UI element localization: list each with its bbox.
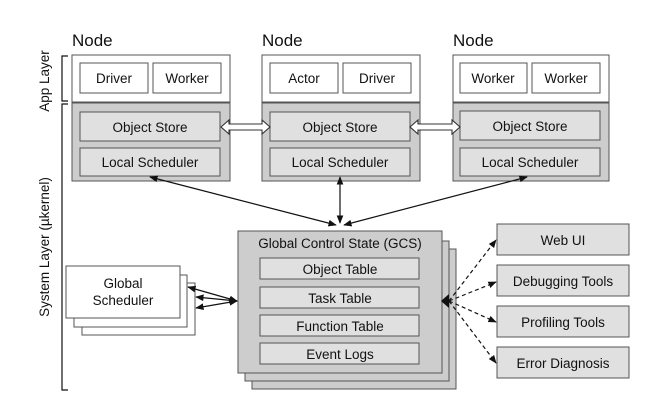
node-3: Node Worker Worker Object Store Local Sc… — [452, 31, 610, 182]
node-2-component-1-label: Actor — [288, 71, 320, 86]
tool-debugging — [496, 264, 630, 297]
node-1-local-scheduler-label: Local Scheduler — [102, 155, 199, 170]
gcs-table-4-label: Event Logs — [306, 347, 374, 362]
tools: Web UI Debugging Tools Profiling Tools E… — [496, 223, 630, 379]
node-3-component-1-label: Worker — [471, 71, 515, 86]
node-1-object-store-label: Object Store — [112, 120, 187, 135]
node-3-local-scheduler-label: Local Scheduler — [482, 155, 579, 170]
tool-debugging-label: Debugging Tools — [513, 274, 614, 289]
node-2-object-store-label: Object Store — [302, 120, 377, 135]
node-2-local-scheduler — [269, 147, 411, 177]
tool-error-diagnosis — [496, 346, 630, 379]
tool-web-ui-label: Web UI — [541, 233, 586, 248]
global-scheduler: Global Scheduler — [65, 265, 196, 336]
object-store-link-2-3 — [409, 118, 461, 136]
node-1-component-2-label: Worker — [165, 71, 209, 86]
gcs-table-2 — [259, 286, 420, 309]
node-3-component-2 — [531, 62, 601, 94]
tool-web-ui — [496, 223, 630, 256]
app-layer-label: App Layer — [37, 50, 52, 112]
gcs-table-3 — [259, 314, 420, 337]
node-1-component-1-label: Driver — [96, 71, 133, 86]
global-scheduler-label-line2: Scheduler — [93, 293, 154, 308]
node-3-title: Node — [453, 31, 494, 50]
node-2-component-2 — [342, 62, 412, 94]
arrow-gcs-tool-4 — [448, 300, 497, 364]
node-1-object-store — [79, 111, 221, 142]
arrow-scheduler-3-gcs — [343, 175, 528, 227]
arrow-scheduler-1-gcs — [149, 175, 337, 227]
gcs-table-3-label: Function Table — [296, 319, 384, 334]
tool-profiling-label: Profiling Tools — [521, 315, 605, 330]
gcs-fanout-marker — [441, 294, 449, 308]
gcs-table-1-label: Object Table — [303, 262, 378, 277]
arrow-global-scheduler-gcs-3 — [195, 298, 238, 311]
node-2-component-2-label: Driver — [359, 71, 396, 86]
node-2-title: Node — [262, 31, 303, 50]
node-2-local-scheduler-label: Local Scheduler — [292, 155, 389, 170]
node-1-local-scheduler — [79, 147, 221, 177]
gcs: Global Control State (GCS) Object Table … — [237, 230, 457, 390]
node-3-local-scheduler — [459, 147, 601, 177]
arrow-gcs-tool-1 — [448, 239, 497, 302]
gcs-table-2-label: Task Table — [308, 291, 372, 306]
node-2: Node Actor Driver Object Store Local Sch… — [261, 31, 421, 182]
global-scheduler-box — [65, 265, 181, 319]
system-layer-bracket — [61, 103, 68, 391]
gcs-table-4 — [259, 342, 420, 365]
node-1-component-2 — [152, 62, 222, 94]
node-3-component-2-label: Worker — [544, 71, 588, 86]
arrow-gcs-tool-2 — [448, 281, 497, 302]
node-1: Node Driver Worker Object Store Local Sc… — [71, 31, 231, 182]
node-1-component-1 — [79, 62, 149, 94]
gcs-title: Global Control State (GCS) — [258, 236, 422, 251]
node-1-title: Node — [72, 31, 113, 50]
app-layer-bracket — [61, 55, 68, 102]
node-2-component-1 — [269, 62, 339, 94]
system-layer-label: System Layer (µkernel) — [37, 177, 52, 317]
arrow-gcs-tool-3 — [448, 300, 497, 323]
tool-error-diagnosis-label: Error Diagnosis — [516, 356, 609, 371]
global-scheduler-label-line1: Global — [103, 276, 142, 291]
object-store-link-1-2 — [220, 118, 271, 136]
tool-profiling — [496, 305, 630, 338]
node-3-object-store-label: Object Store — [492, 119, 567, 134]
gcs-table-1 — [259, 257, 420, 280]
node-3-object-store — [459, 110, 601, 141]
node-3-component-1 — [459, 62, 528, 94]
